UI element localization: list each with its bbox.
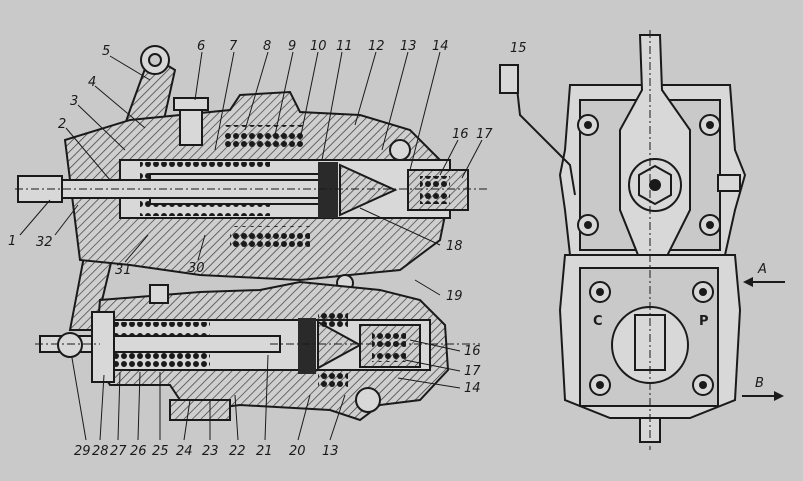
callout-31: 31: [115, 263, 132, 278]
callout-21: 21: [256, 444, 273, 459]
callout-5: 5: [102, 44, 110, 59]
callout-7: 7: [229, 39, 238, 54]
left-sectional-view: 1 2 3 4 5 6 7 8 9 10 11 12 13 14 15 16 1…: [8, 39, 527, 459]
callout-labels: 1 2 3 4 5 6 7 8 9 10 11 12 13 14 15 16 1…: [8, 39, 527, 459]
callout-13-bottom: 13: [322, 444, 339, 459]
callout-2: 2: [58, 117, 66, 132]
callout-14-bottom: 14: [464, 381, 481, 396]
lower-diaphragm: [298, 318, 316, 374]
upper-bolts: [577, 114, 721, 236]
callout-18: 18: [446, 239, 463, 254]
plate-c: C: [593, 314, 603, 329]
callout-15: 15: [510, 41, 527, 56]
lower-end-cap: [91, 311, 115, 383]
callout-10: 10: [310, 39, 327, 54]
arrow-a-head: [743, 277, 753, 287]
callout-30: 30: [188, 261, 205, 276]
arrow-b-label: B: [755, 376, 764, 391]
callout-1: 1: [8, 234, 16, 249]
callout-23: 23: [202, 444, 219, 459]
upper-valve-cone: [339, 163, 398, 217]
lower-bolts: [589, 281, 714, 396]
callout-6: 6: [197, 39, 205, 54]
callout-24: 24: [176, 444, 193, 459]
callout-17-bottom: 17: [464, 364, 481, 379]
arrow-b-head: [774, 391, 784, 401]
callout-14: 14: [432, 39, 449, 54]
callout-25: 25: [152, 444, 169, 459]
right-exterior-view: C P A B: [499, 30, 785, 450]
upper-diaphragm: [318, 162, 338, 218]
lower-valve-cone: [317, 320, 363, 370]
callout-28: 28: [92, 444, 109, 459]
rod-end: [17, 175, 63, 203]
callout-4: 4: [88, 75, 96, 90]
callout-8: 8: [263, 39, 271, 54]
callout-11: 11: [336, 39, 353, 54]
plate-p: P: [699, 314, 709, 329]
arrow-a-label: A: [757, 262, 767, 277]
callout-26: 26: [130, 444, 147, 459]
callout-27: 27: [110, 444, 127, 459]
outer-spring-bottom: [230, 226, 310, 248]
callout-12: 12: [368, 39, 385, 54]
callout-22: 22: [229, 444, 246, 459]
lower-lever-pivot: [57, 332, 83, 358]
callout-32: 32: [36, 235, 53, 250]
callout-20: 20: [289, 444, 306, 459]
outer-spring-top: [225, 125, 305, 151]
callout-16-bottom: 16: [464, 344, 481, 359]
callout-29: 29: [74, 444, 91, 459]
callout-3: 3: [70, 94, 78, 109]
callout-16-top: 16: [452, 127, 469, 142]
side-screw: [717, 174, 741, 192]
leader-lines: [19, 51, 483, 441]
callout-17-top: 17: [476, 127, 493, 142]
callout-9: 9: [288, 39, 296, 54]
callout-19: 19: [446, 289, 463, 304]
callout-13: 13: [400, 39, 417, 54]
